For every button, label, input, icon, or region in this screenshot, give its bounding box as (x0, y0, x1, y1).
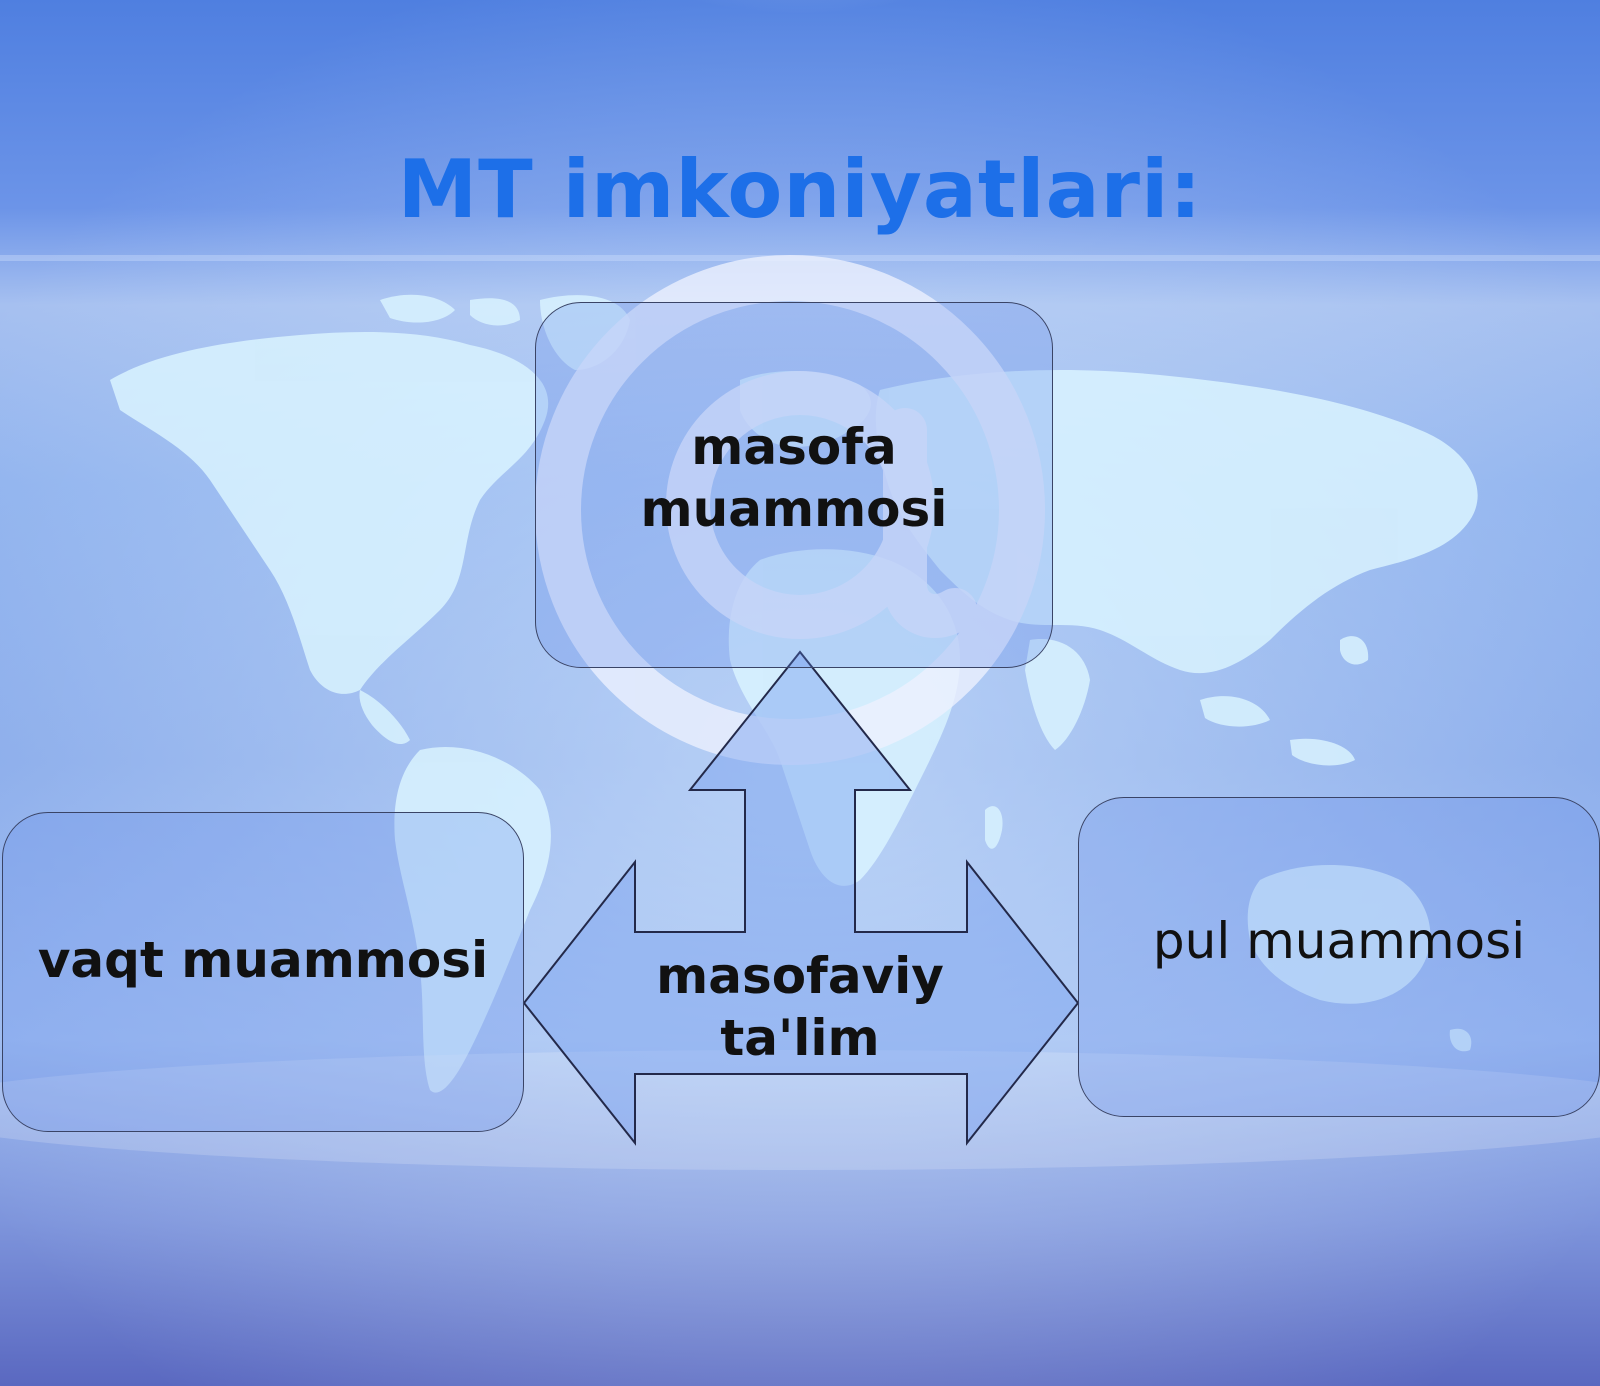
box-top-line1: masofa (691, 418, 897, 476)
box-distance-problem: masofa muammosi (535, 302, 1053, 668)
box-time-problem: vaqt muammosi (2, 812, 524, 1132)
box-money-problem: pul muammosi (1078, 797, 1600, 1117)
box-distance-problem-label: masofa muammosi (614, 416, 974, 540)
center-label-line1: masofaviy (656, 947, 944, 1005)
three-way-arrow (522, 650, 1080, 1146)
center-label-distance-learning: masofaviy ta'lim (600, 945, 1000, 1069)
center-label-line2: ta'lim (720, 1009, 880, 1067)
box-top-line2: muammosi (640, 480, 948, 538)
at-sign-watermark-icon (535, 255, 1045, 765)
slide-title: MT imkoniyatlari: (397, 143, 1203, 236)
box-time-problem-label: vaqt muammosi (37, 931, 489, 989)
light-glow (440, 0, 1160, 300)
box-money-problem-label: pul muammosi (1152, 912, 1526, 970)
